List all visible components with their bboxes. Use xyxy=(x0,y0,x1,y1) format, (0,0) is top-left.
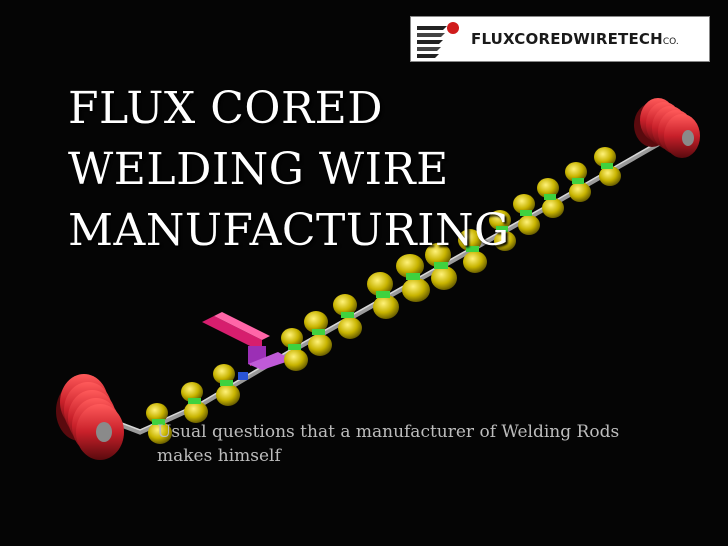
logo-wordmark: FLUXCOREDWIRETECHCO. xyxy=(471,30,679,48)
roller-pair xyxy=(565,162,591,202)
roller-pair xyxy=(146,403,172,444)
roller-pair xyxy=(281,328,308,371)
logo-stripes-icon xyxy=(417,22,459,58)
wire-spool-right xyxy=(634,98,700,158)
wire-spool-left xyxy=(56,374,124,460)
roller-pair xyxy=(181,382,208,423)
title-line-2: WELDING WIRE xyxy=(68,144,449,195)
forming-rollers xyxy=(146,147,621,444)
roller-pair xyxy=(537,178,564,218)
logo-suffix: CO. xyxy=(662,37,679,47)
roller-pair xyxy=(333,294,362,339)
roller-pair xyxy=(367,272,399,319)
company-logo: FLUXCOREDWIRETECHCO. xyxy=(410,16,710,62)
roller-pair xyxy=(213,364,240,406)
roller-pair xyxy=(489,210,516,251)
roller-pair xyxy=(458,229,487,273)
roller-pair xyxy=(513,194,540,235)
slide-subtitle: Usual questions that a manufacturer of W… xyxy=(157,422,620,466)
roller-pair xyxy=(396,254,430,302)
title-line-1: FLUX CORED xyxy=(68,83,383,134)
roller-pair xyxy=(425,243,457,290)
roller-pair xyxy=(594,147,621,186)
flux-hopper xyxy=(202,312,292,380)
title-line-3: MANUFACTURING xyxy=(68,205,510,256)
slide-title: FLUX CORED WELDING WIRE MANUFACTURING xyxy=(68,78,510,261)
roller-pair xyxy=(304,311,332,356)
